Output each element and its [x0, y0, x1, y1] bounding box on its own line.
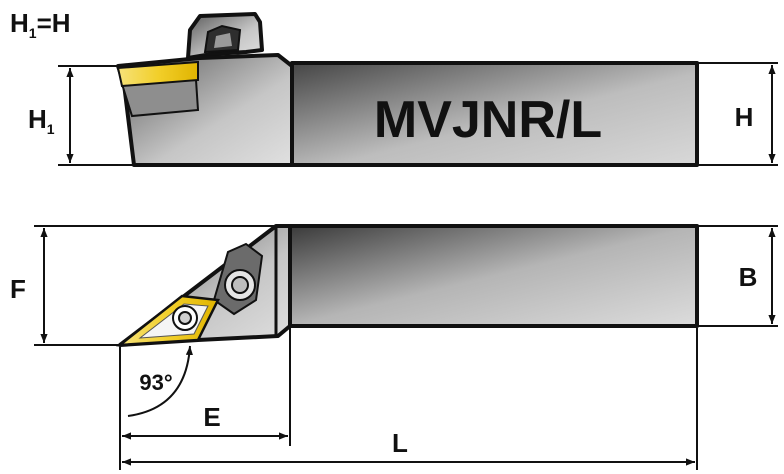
dimension-e: E — [119, 328, 291, 470]
dimension-h1: H1 — [28, 65, 134, 166]
height-relation: H1=H — [10, 8, 71, 41]
label-f: F — [10, 274, 26, 304]
label-h1: H1 — [28, 104, 55, 137]
label-h: H — [735, 102, 754, 132]
shank-side — [290, 61, 699, 167]
dimension-b: B — [697, 225, 778, 327]
label-b: B — [739, 262, 758, 292]
dimension-f: F — [10, 225, 276, 346]
side-view: MVJNR/L — [116, 12, 699, 167]
top-view — [116, 224, 699, 347]
label-angle: 93° — [139, 370, 172, 395]
label-l: L — [392, 428, 408, 458]
clamp-top — [212, 242, 264, 316]
model-title: MVJNR/L — [374, 91, 602, 149]
insert-side — [116, 60, 199, 88]
clamp — [186, 12, 264, 60]
shank-top — [288, 224, 699, 328]
dimension-h: H — [697, 62, 778, 166]
label-e: E — [203, 402, 220, 432]
angle-indicator: 93° — [127, 345, 194, 417]
dimension-l: L — [122, 328, 698, 470]
